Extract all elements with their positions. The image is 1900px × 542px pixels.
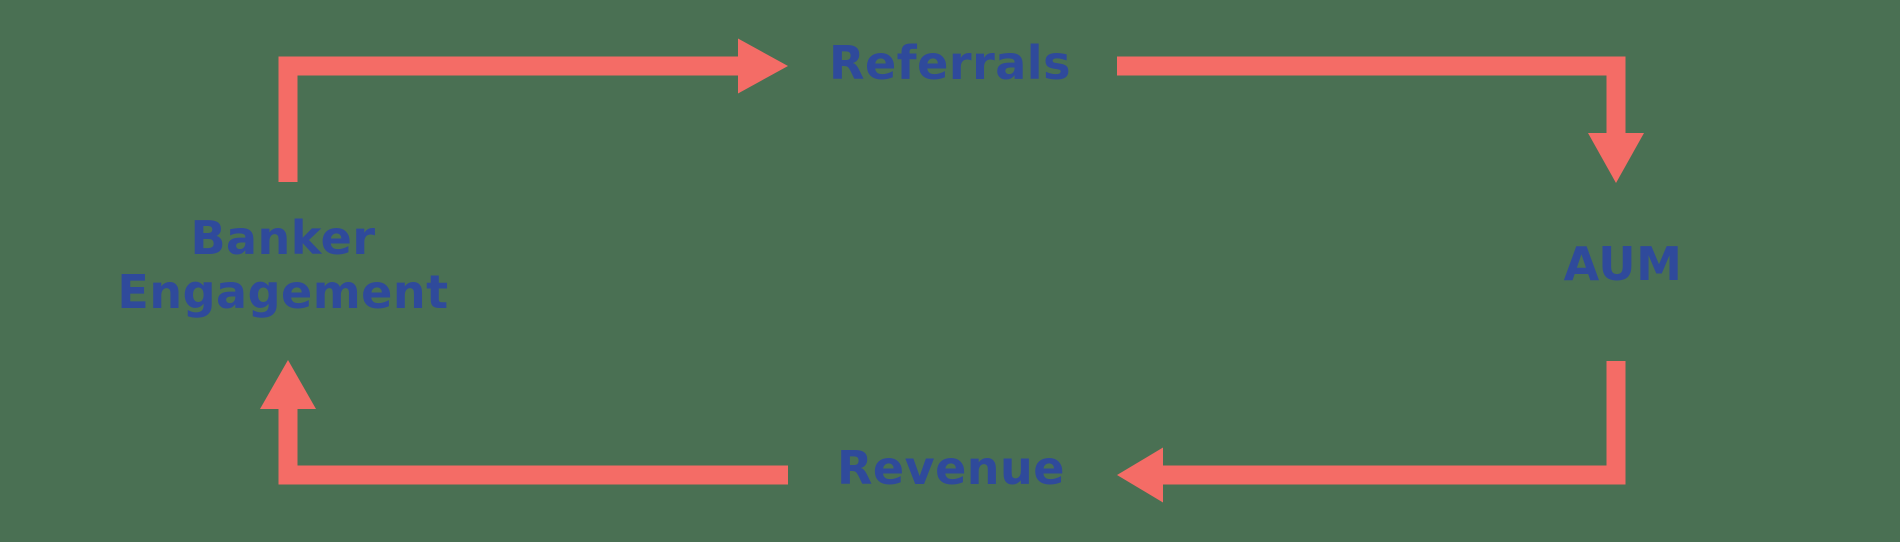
arrow-shaft	[1163, 361, 1626, 485]
arrowhead-down-icon	[1588, 133, 1644, 183]
node-label-aum: AUM	[1563, 237, 1683, 292]
arrowhead-left-icon	[1117, 447, 1163, 503]
node-label-referrals: Referrals	[829, 36, 1071, 91]
arrow-referrals-to-aum	[1117, 56, 1644, 183]
arrowhead-up-icon	[260, 360, 316, 409]
arrow-shaft	[278, 409, 788, 485]
arrow-revenue-to-banker	[260, 360, 788, 485]
node-label-revenue: Revenue	[837, 441, 1065, 496]
arrow-shaft	[278, 56, 738, 182]
arrow-shaft	[1117, 56, 1626, 133]
arrow-banker-to-referrals	[278, 38, 788, 182]
node-label-banker-engagement: Banker Engagement	[117, 211, 449, 319]
arrowhead-right-icon	[738, 38, 788, 94]
arrow-aum-to-revenue	[1117, 361, 1626, 503]
